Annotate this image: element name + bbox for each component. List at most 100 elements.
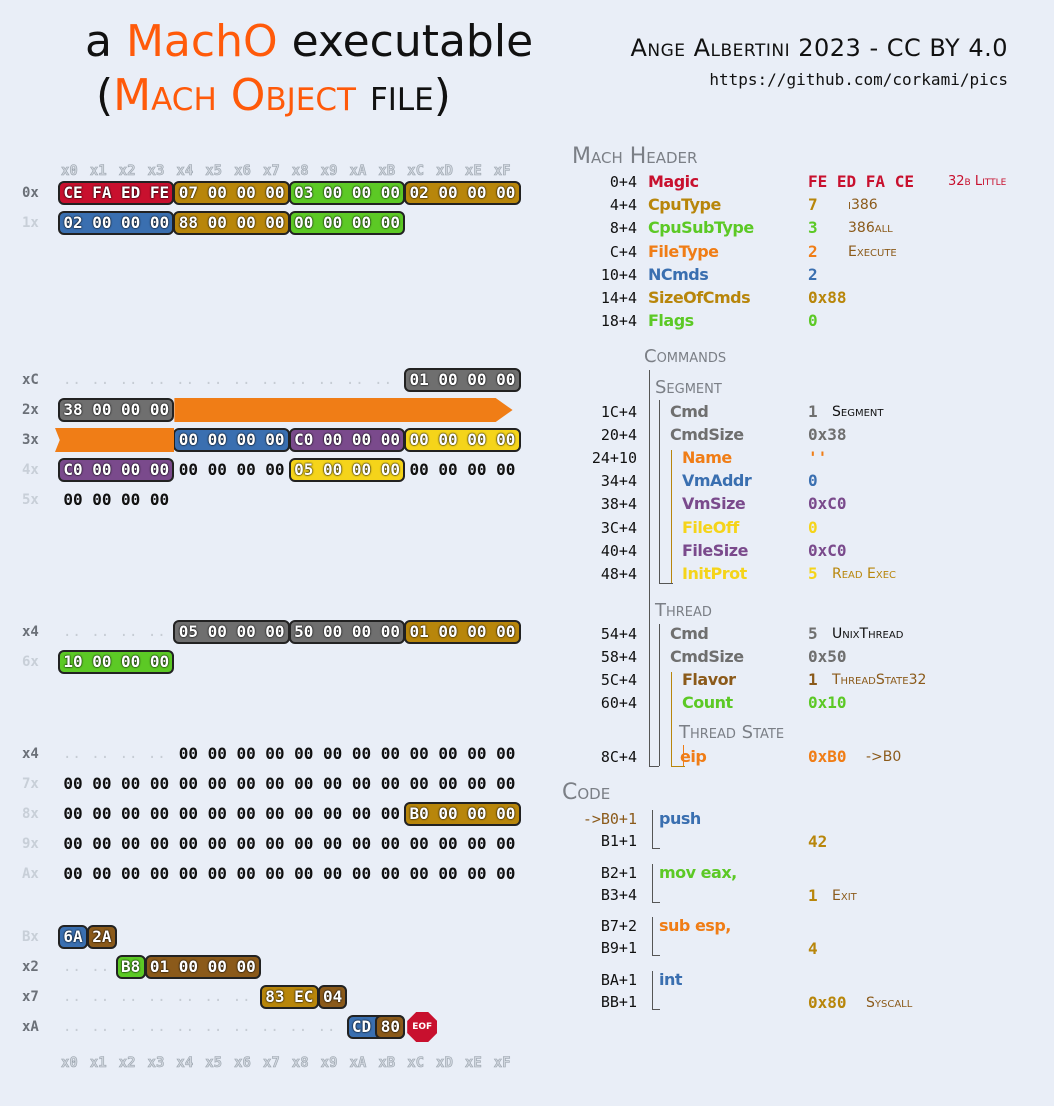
hex-byte: 00 (149, 774, 170, 793)
field-name: FileOff (682, 517, 739, 537)
hex-byte: 00 (496, 460, 516, 479)
section-thread-state: Thread State (679, 722, 785, 743)
instruction: int (659, 969, 683, 989)
field-name: FileSize (682, 540, 748, 560)
column-header: xB (378, 1055, 396, 1072)
hex-byte: 83 (265, 987, 285, 1006)
hex-byte: 00 (121, 804, 141, 823)
column-header: xE (464, 163, 482, 180)
field-description: ->B0 (866, 749, 902, 765)
hex-byte: 00 (236, 804, 256, 823)
field-value: 0x10 (808, 693, 847, 712)
field-group (58, 458, 175, 482)
padding-dots: .. .. (63, 959, 111, 975)
bracket-line (652, 863, 653, 902)
hex-byte: 00 (178, 460, 199, 479)
hex-byte: 00 (178, 957, 199, 976)
bracket-line (649, 370, 650, 766)
column-header: xC (407, 163, 425, 180)
hex-byte: 00 (409, 834, 429, 853)
padding-dots: .. .. .. .. .. .. .. (63, 989, 252, 1005)
hex-byte: 00 (265, 834, 285, 853)
field-group (259, 985, 319, 1009)
field-value: 0x88 (808, 288, 847, 307)
bracket-line (671, 766, 685, 767)
field-group (173, 211, 290, 235)
hex-byte: 00 (92, 804, 112, 823)
column-header: xF (493, 1055, 511, 1072)
hex-byte: 00 (92, 652, 112, 671)
operand-description: Syscall (866, 994, 913, 1011)
padding-dots: .. .. .. .. .. .. .. .. .. .. .. .. (63, 372, 394, 388)
row-offset-label: x2 (22, 959, 39, 975)
field-group (86, 925, 117, 949)
hex-byte: 00 (265, 183, 285, 202)
hex-byte: 00 (467, 774, 487, 793)
operand: 0x80 (808, 992, 847, 1012)
bracket-line (652, 848, 660, 849)
field-offset: 38+4 (600, 495, 637, 514)
bracket-line (671, 450, 672, 583)
hex-byte: 00 (121, 834, 141, 853)
hex-byte: B8 (121, 957, 141, 976)
row-offset-label: 1x (22, 215, 39, 231)
row-offset-label: 2x (22, 402, 39, 418)
row-offset-label: Ax (22, 866, 39, 882)
hex-byte: 00 (265, 774, 285, 793)
eof-sign-icon: EOF (407, 1012, 438, 1042)
field-name: VmSize (682, 494, 746, 514)
author-credit: Ange Albertini 2023 - CC BY 4.0 (630, 34, 1008, 62)
column-header: x3 (147, 1055, 165, 1072)
hex-byte: 05 (178, 622, 199, 641)
hex-byte: 00 (149, 864, 170, 883)
hex-byte: 00 (207, 864, 227, 883)
field-group (404, 620, 521, 644)
hex-byte: 00 (496, 804, 516, 823)
field-name: Cmd (670, 624, 709, 643)
hex-byte: 00 (236, 622, 256, 641)
hex-byte: 00 (294, 774, 314, 793)
hex-byte: FA (92, 183, 112, 202)
hex-byte: 07 (178, 183, 199, 202)
hex-byte: 00 (351, 834, 372, 853)
row-offset-label: x4 (22, 746, 39, 762)
field-offset: 24+10 (591, 449, 637, 468)
field-offset: 54+4 (600, 625, 637, 643)
hex-byte: 00 (323, 622, 343, 641)
hex-byte: 00 (236, 183, 256, 202)
hex-byte: 00 (380, 430, 400, 449)
hex-byte: 00 (409, 864, 429, 883)
hex-byte: 00 (323, 744, 343, 763)
field-value: 3 (808, 218, 818, 238)
field-group (58, 650, 175, 674)
bracket-line (652, 970, 653, 1009)
field-description: Segment (832, 404, 884, 420)
hex-byte: 00 (380, 213, 400, 232)
hex-byte: C0 (294, 430, 314, 449)
column-header: x0 (61, 1055, 78, 1072)
hex-byte: 00 (438, 460, 458, 479)
row-offset-label: xA (22, 1019, 39, 1035)
hex-byte: 00 (236, 834, 256, 853)
field-group (317, 985, 348, 1009)
field-name: Flags (648, 311, 694, 331)
hex-byte: 05 (294, 460, 314, 479)
hex-byte: 00 (351, 622, 372, 641)
hex-byte: 01 (409, 622, 429, 641)
field-group (404, 802, 521, 826)
field-group (115, 955, 146, 979)
hex-byte: 00 (178, 744, 199, 763)
hex-byte: 00 (236, 744, 256, 763)
field-name: InitProt (682, 563, 747, 583)
column-header: x5 (205, 1055, 223, 1072)
source-url[interactable]: https://github.com/corkami/pics (709, 70, 1008, 89)
hex-byte: 00 (409, 774, 429, 793)
hex-byte: 00 (467, 622, 487, 641)
hex-byte: 00 (149, 490, 170, 509)
field-value: 0 (808, 311, 818, 331)
column-header: x8 (291, 163, 309, 180)
hex-byte: 00 (467, 834, 487, 853)
hex-byte: 00 (92, 400, 112, 419)
field-value: 1 (808, 402, 818, 421)
bracket-line (659, 583, 673, 584)
